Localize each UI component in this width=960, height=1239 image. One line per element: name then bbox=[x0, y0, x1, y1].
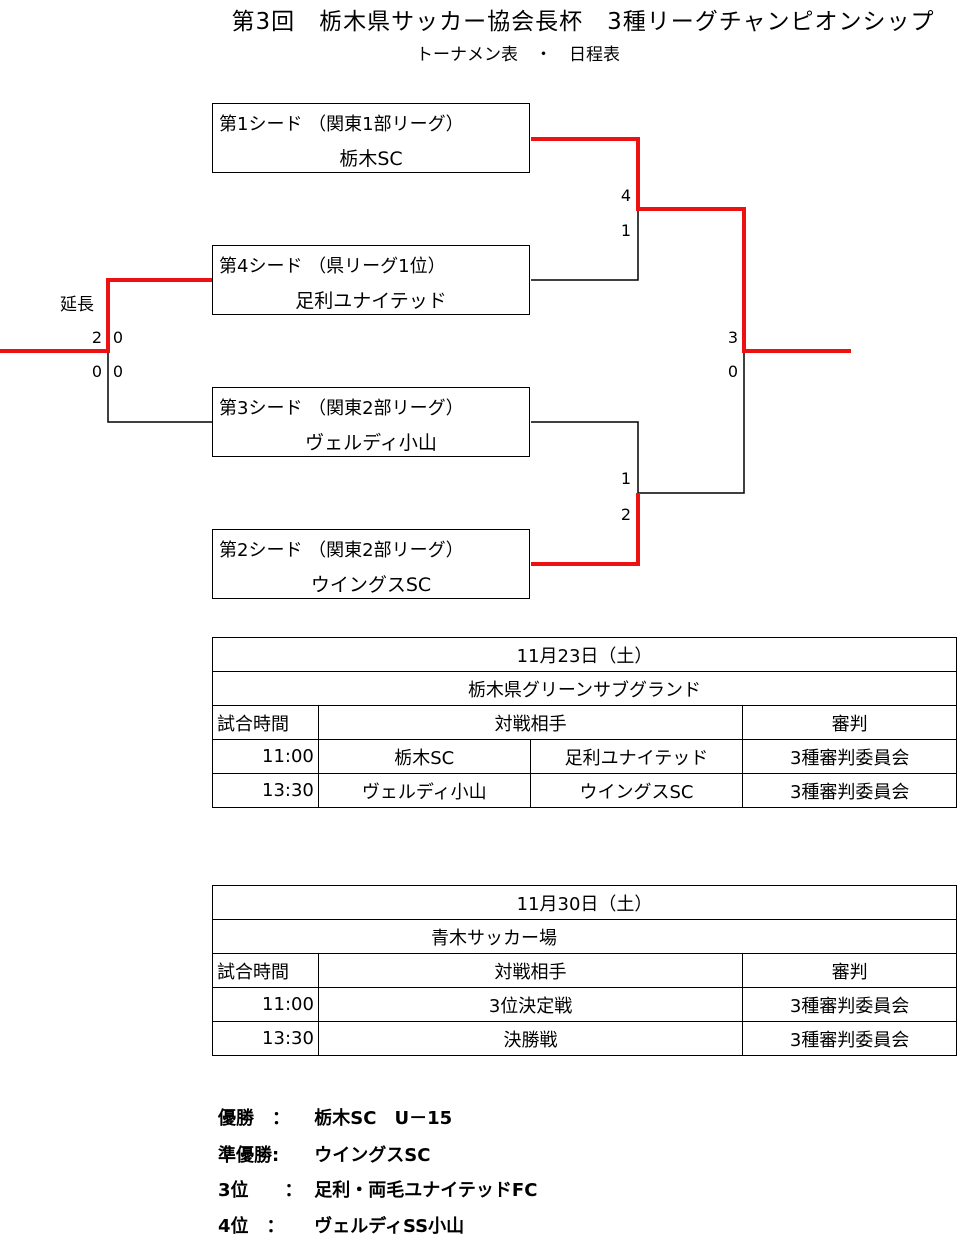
table-row: 13:30 ヴェルディ小山 ウイングスSC 3種審判委員会 bbox=[212, 773, 957, 808]
result-fourth: 4位 ： ヴェルディSS小山 bbox=[218, 1212, 464, 1238]
result-label: 優勝 ： bbox=[218, 1108, 290, 1129]
result-label: 3位 ： bbox=[218, 1180, 303, 1201]
team-box-seed-1: 第1シード （関東1部リーグ） 栃木SC bbox=[212, 103, 530, 173]
table-row: 11:00 3位決定戦 3種審判委員会 bbox=[212, 987, 957, 1022]
extra-time-label: 延長 bbox=[60, 295, 94, 315]
page-title: 第3回 栃木県サッカー協会長杯 3種リーグチャンピオンシップ bbox=[231, 9, 935, 35]
bracket-line-sf1-lower bbox=[531, 209, 639, 281]
schedule-venue: 栃木県グリーンサブグランド bbox=[212, 671, 957, 706]
bracket-line-final-lower bbox=[638, 351, 745, 494]
header-time: 試合時間 bbox=[212, 953, 319, 988]
sf2-score-bottom: 2 bbox=[620, 505, 632, 524]
team-name: 栃木SC bbox=[339, 148, 403, 170]
schedule-date: 11月30日（土） bbox=[212, 885, 957, 920]
result-value: 足利・両毛ユナイテッドFC bbox=[314, 1180, 538, 1201]
table-row: 11:00 栃木SC 足利ユナイテッド 3種審判委員会 bbox=[212, 739, 957, 774]
bracket-line-left-lower bbox=[107, 351, 212, 423]
left-score-top-a: 2 bbox=[91, 328, 103, 347]
match-referee: 3種審判委員会 bbox=[742, 773, 957, 808]
result-winner: 優勝 ： 栃木SC U－15 bbox=[218, 1104, 452, 1130]
match-home: 栃木SC bbox=[317, 739, 531, 774]
result-label: 準優勝: bbox=[218, 1145, 280, 1166]
table-row: 13:30 決勝戦 3種審判委員会 bbox=[212, 1021, 957, 1056]
match-time: 11:00 bbox=[212, 987, 319, 1022]
bracket-line-left-winner bbox=[0, 278, 212, 353]
schedule-table-day-2: 11月30日（土） 青木サッカー場 試合時間 対戦相手 審判 11:00 3位決… bbox=[212, 885, 957, 1056]
match-referee: 3種審判委員会 bbox=[742, 1021, 957, 1056]
team-name: 足利ユナイテッド bbox=[295, 290, 447, 312]
team-box-seed-4: 第4シード （県リーグ1位） 足利ユナイテッド bbox=[212, 245, 530, 315]
left-score-top-b: 0 bbox=[112, 328, 124, 347]
final-score-top: 3 bbox=[727, 328, 739, 347]
header-match: 対戦相手 bbox=[317, 953, 744, 988]
match-away: 足利ユナイテッド bbox=[529, 739, 744, 774]
schedule-date: 11月23日（土） bbox=[212, 637, 957, 672]
team-seed-label: 第3シード （関東2部リーグ） bbox=[219, 398, 464, 419]
team-seed-label: 第1シード （関東1部リーグ） bbox=[219, 114, 464, 135]
sf2-score-top: 1 bbox=[620, 469, 632, 488]
result-runner-up: 準優勝: ウイングスSC bbox=[218, 1141, 430, 1167]
result-value: 栃木SC U－15 bbox=[314, 1108, 453, 1129]
left-score-bottom-a: 0 bbox=[91, 362, 103, 381]
bracket-lines bbox=[0, 137, 851, 566]
team-box-seed-3: 第3シード （関東2部リーグ） ヴェルディ小山 bbox=[212, 387, 530, 457]
match-referee: 3種審判委員会 bbox=[742, 739, 957, 774]
bracket-line-sf2-winner bbox=[531, 493, 640, 566]
result-label: 4位 ： bbox=[218, 1216, 285, 1237]
team-seed-label: 第4シード （県リーグ1位） bbox=[219, 256, 446, 277]
match-time: 13:30 bbox=[212, 773, 319, 808]
team-name: ヴェルディ小山 bbox=[305, 432, 437, 454]
schedule-venue: 青木サッカー場 bbox=[212, 919, 957, 954]
team-seed-label: 第2シード （関東2部リーグ） bbox=[219, 540, 464, 561]
result-third: 3位 ： 足利・両毛ユナイテッドFC bbox=[218, 1176, 537, 1202]
result-value: ヴェルディSS小山 bbox=[314, 1216, 465, 1237]
schedule-table-day-1: 11月23日（土） 栃木県グリーンサブグランド 試合時間 対戦相手 審判 11:… bbox=[212, 637, 957, 808]
page-subtitle: トーナメン表 ・ 日程表 bbox=[416, 45, 620, 65]
team-name: ウイングスSC bbox=[310, 574, 432, 596]
sf1-score-top: 4 bbox=[620, 186, 632, 205]
sf1-score-bottom: 1 bbox=[620, 221, 632, 240]
match-referee: 3種審判委員会 bbox=[742, 987, 957, 1022]
result-value: ウイングスSC bbox=[314, 1145, 431, 1166]
left-score-bottom-b: 0 bbox=[112, 362, 124, 381]
header-match: 対戦相手 bbox=[317, 705, 744, 740]
match-name: 3位決定戦 bbox=[317, 987, 744, 1022]
bracket-line-sf1-winner bbox=[531, 137, 851, 353]
team-box-seed-2: 第2シード （関東2部リーグ） ウイングスSC bbox=[212, 529, 530, 599]
match-time: 11:00 bbox=[212, 739, 319, 774]
final-score-bottom: 0 bbox=[727, 362, 739, 381]
header-referee: 審判 bbox=[742, 705, 957, 740]
header-time: 試合時間 bbox=[212, 705, 319, 740]
match-home: ヴェルディ小山 bbox=[317, 773, 531, 808]
header-referee: 審判 bbox=[742, 953, 957, 988]
match-name: 決勝戦 bbox=[317, 1021, 744, 1056]
match-time: 13:30 bbox=[212, 1021, 319, 1056]
bracket-line-sf2-upper bbox=[531, 421, 639, 493]
match-away: ウイングスSC bbox=[529, 773, 744, 808]
